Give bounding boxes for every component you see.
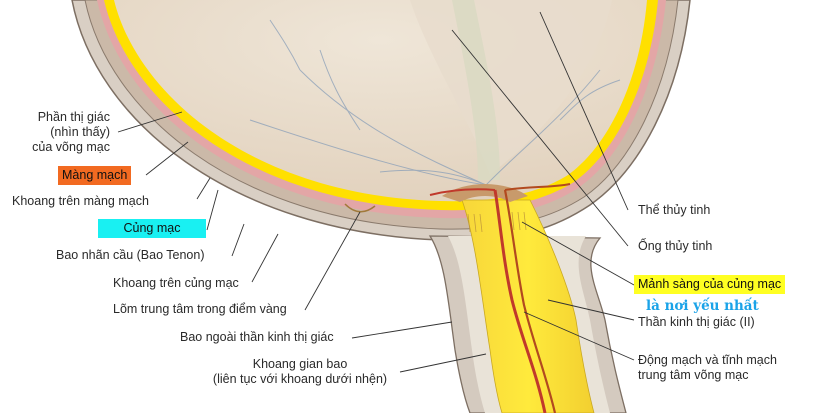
artery-branch-left — [429, 188, 496, 196]
vein-branch-right — [504, 183, 571, 191]
label-suprachoroid-space: Khoang trên màng mạch — [12, 194, 149, 208]
lamina-cribrosa-shape — [467, 211, 527, 233]
label-choroid: Màng mạch — [58, 166, 132, 185]
label-visual-retina: Phần thị giác (nhìn thấy) của võng mạc — [10, 110, 110, 155]
fovea-shape — [344, 203, 376, 213]
label-lens: Thể thủy tinh — [638, 203, 711, 217]
central-vein — [503, 189, 557, 413]
label-visual-line1: Phần thị giác — [37, 110, 110, 124]
label-hyaloid-canal: Ống thủy tinh — [638, 239, 713, 253]
label-visual-line2: (nhìn thấy) — [50, 125, 110, 139]
label-intervaginal-space: Khoang gian bao (liên tục với khoang dướ… — [200, 357, 400, 387]
label-intervaginal-line1: Khoang gian bao — [252, 357, 348, 371]
label-intervaginal-line2: (liên tục với khoang dưới nhện) — [212, 372, 388, 386]
label-optic-nerve: Thần kinh thị giác (II) — [638, 315, 755, 329]
label-episcleral-space: Khoang trên củng mạc — [113, 276, 239, 290]
label-central-vessels-line1: Động mạch và tĩnh mạch — [638, 353, 777, 367]
note-weakest: là nơi yếu nhất — [646, 298, 759, 314]
label-sclera: Củng mạc — [98, 219, 206, 238]
lens-shape — [410, 0, 612, 175]
label-fovea: Lõm trung tâm trong điểm vàng — [113, 302, 287, 316]
leader-lines — [117, 11, 635, 373]
central-artery — [493, 189, 547, 413]
label-lamina-cribrosa: Mảnh sàng của củng mạc — [634, 275, 786, 294]
retinal-vessels — [249, 19, 621, 186]
label-central-vessels: Động mạch và tĩnh mạch trung tâm võng mạ… — [638, 353, 777, 383]
label-visual-line3: của võng mạc — [32, 140, 110, 154]
optic-nerve-shape — [461, 199, 595, 413]
label-tenon-capsule: Bao nhãn cầu (Bao Tenon) — [56, 248, 205, 262]
label-outer-sheath: Bao ngoài thần kinh thị giác — [180, 330, 334, 344]
label-central-vessels-line2: trung tâm võng mạc — [638, 368, 749, 382]
